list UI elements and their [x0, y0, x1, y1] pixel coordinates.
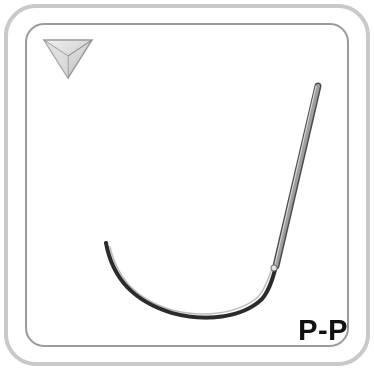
- curved-needle-icon: [104, 82, 322, 320]
- needle-code-label: P-P: [298, 315, 348, 347]
- inner-frame: [25, 23, 349, 347]
- triangle-point-icon: [42, 39, 94, 80]
